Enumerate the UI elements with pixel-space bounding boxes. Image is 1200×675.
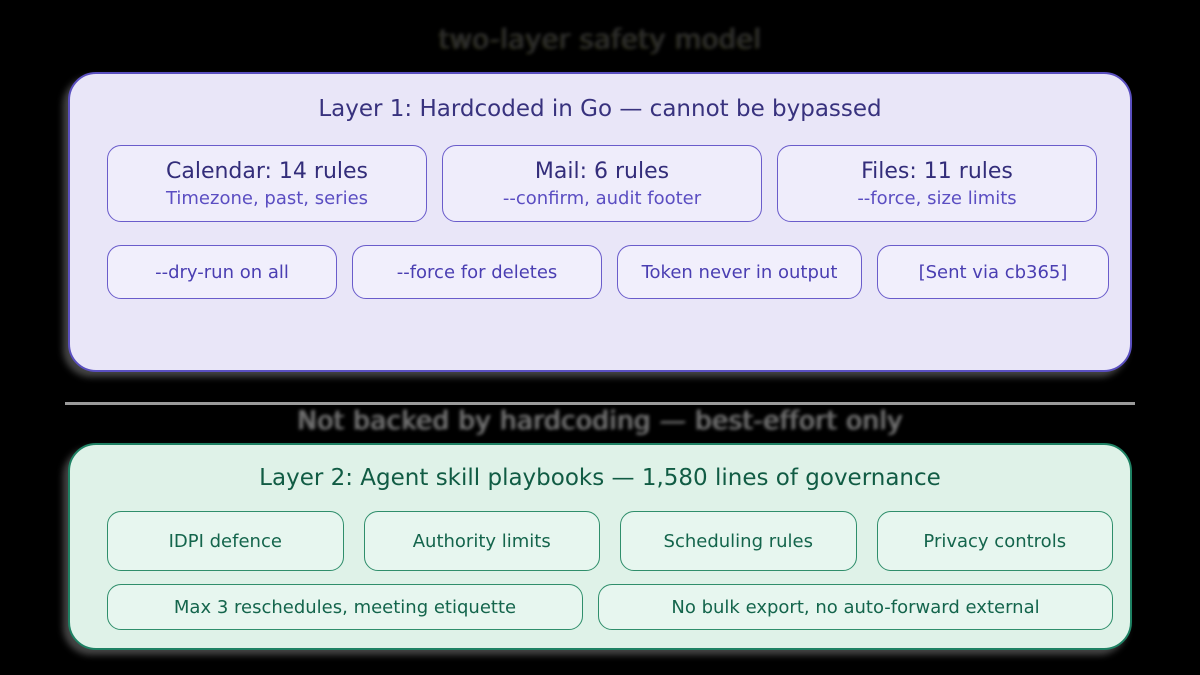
layer-divider-line <box>65 402 1135 405</box>
rule-box-title: Files: 11 rules <box>861 158 1013 184</box>
layer1-rule-row: Calendar: 14 rules Timezone, past, serie… <box>107 145 1097 222</box>
layer2-card: Layer 2: Agent skill playbooks — 1,580 l… <box>68 443 1132 650</box>
layer1-pill-row: --dry-run on all --force for deletes Tok… <box>107 245 1115 299</box>
layer-divider-caption-garbled: Not backed by hardcoding — best-effort o… <box>297 406 903 436</box>
pill-force-deletes: --force for deletes <box>352 245 602 299</box>
rule-box-mail: Mail: 6 rules --confirm, audit footer <box>442 145 762 222</box>
pill-token-output: Token never in output <box>617 245 862 299</box>
rule-box-calendar: Calendar: 14 rules Timezone, past, serie… <box>107 145 427 222</box>
gov-box-reschedules: Max 3 reschedules, meeting etiquette <box>107 584 583 630</box>
rule-box-title: Mail: 6 rules <box>534 158 670 184</box>
rule-box-subtitle: --force, size limits <box>857 187 1017 209</box>
gov-box-authority: Authority limits <box>363 511 600 571</box>
pill-sent-via: [Sent via cb365] <box>877 245 1109 299</box>
figure-title-garbled: two-layer safety model <box>438 24 762 55</box>
rule-box-subtitle: --confirm, audit footer <box>502 187 702 209</box>
rule-box-subtitle: Timezone, past, series <box>165 187 369 209</box>
pill-dry-run: --dry-run on all <box>107 245 337 299</box>
layer2-header: Layer 2: Agent skill playbooks — 1,580 l… <box>259 465 941 491</box>
gov-box-scheduling: Scheduling rules <box>620 511 857 571</box>
rule-box-files: Files: 11 rules --force, size limits <box>777 145 1097 222</box>
layer2-governance-row: IDPI defence Authority limits Scheduling… <box>107 511 1113 571</box>
gov-box-bulk-export: No bulk export, no auto-forward external <box>598 584 1113 630</box>
gov-box-privacy: Privacy controls <box>876 511 1113 571</box>
layer1-card: Layer 1: Hardcoded in Go — cannot be byp… <box>68 72 1132 372</box>
layer2-governance-row-2: Max 3 reschedules, meeting etiquette No … <box>107 584 1113 630</box>
rule-box-title: Calendar: 14 rules <box>165 158 369 184</box>
gov-box-idpi: IDPI defence <box>107 511 344 571</box>
layer1-header: Layer 1: Hardcoded in Go — cannot be byp… <box>318 96 882 122</box>
